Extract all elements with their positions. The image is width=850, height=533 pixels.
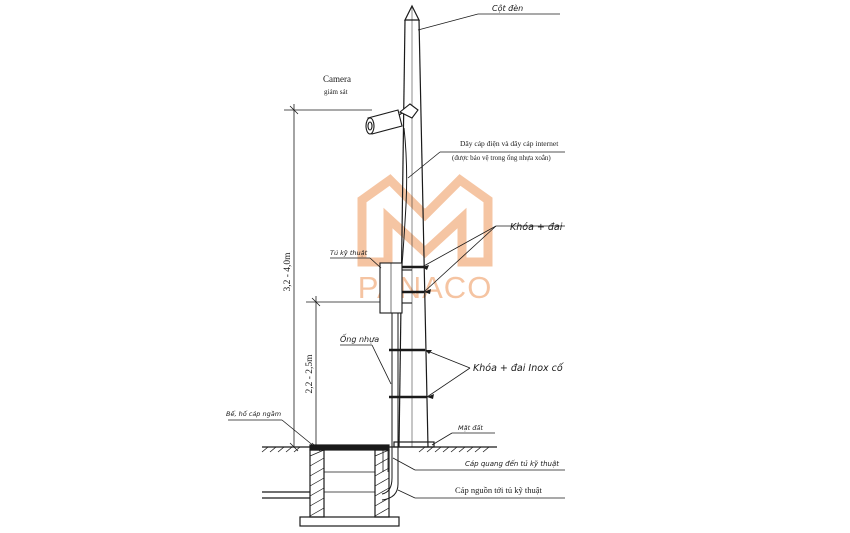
label-ground: Mặt đất (458, 424, 483, 432)
label-conduit: Ống nhựa (340, 332, 379, 344)
dimension-box-label: 2,2 - 2,5m (305, 354, 315, 394)
label-lock-band: Khóa + đai (510, 222, 563, 233)
label-cover-pit: Bể, hố cáp ngầm (226, 409, 281, 418)
technical-box (379, 262, 412, 314)
arrowheads (422, 265, 434, 399)
label-pole-top: Cột đèn (492, 3, 523, 13)
label-tech-box: Tủ kỹ thuật (330, 249, 368, 257)
label-fiber-cable: Cáp quang đến tủ kỹ thuật (465, 460, 559, 468)
label-camera: Camera (323, 74, 351, 84)
label-cable: Dây cáp điện và dây cáp internet (460, 139, 559, 148)
leader-lines (228, 13, 565, 499)
label-lock-band-inox: Khóa + đai Inox cố (473, 363, 564, 374)
cable-conduit (381, 127, 408, 501)
label-power-cable: Cáp nguồn tới tủ kỹ thuật (455, 485, 543, 495)
light-pole (393, 4, 435, 448)
label-camera-sub: giám sát (324, 88, 348, 96)
ground-and-pit (261, 444, 497, 527)
dimensions (284, 104, 380, 452)
camera-icon (365, 103, 419, 135)
label-cable-sub: (được bảo vệ trong ống nhựa xoắn) (452, 154, 551, 162)
dimension-total-label: 3,2 - 4,0m (283, 252, 293, 292)
pole-bands (389, 265, 427, 399)
